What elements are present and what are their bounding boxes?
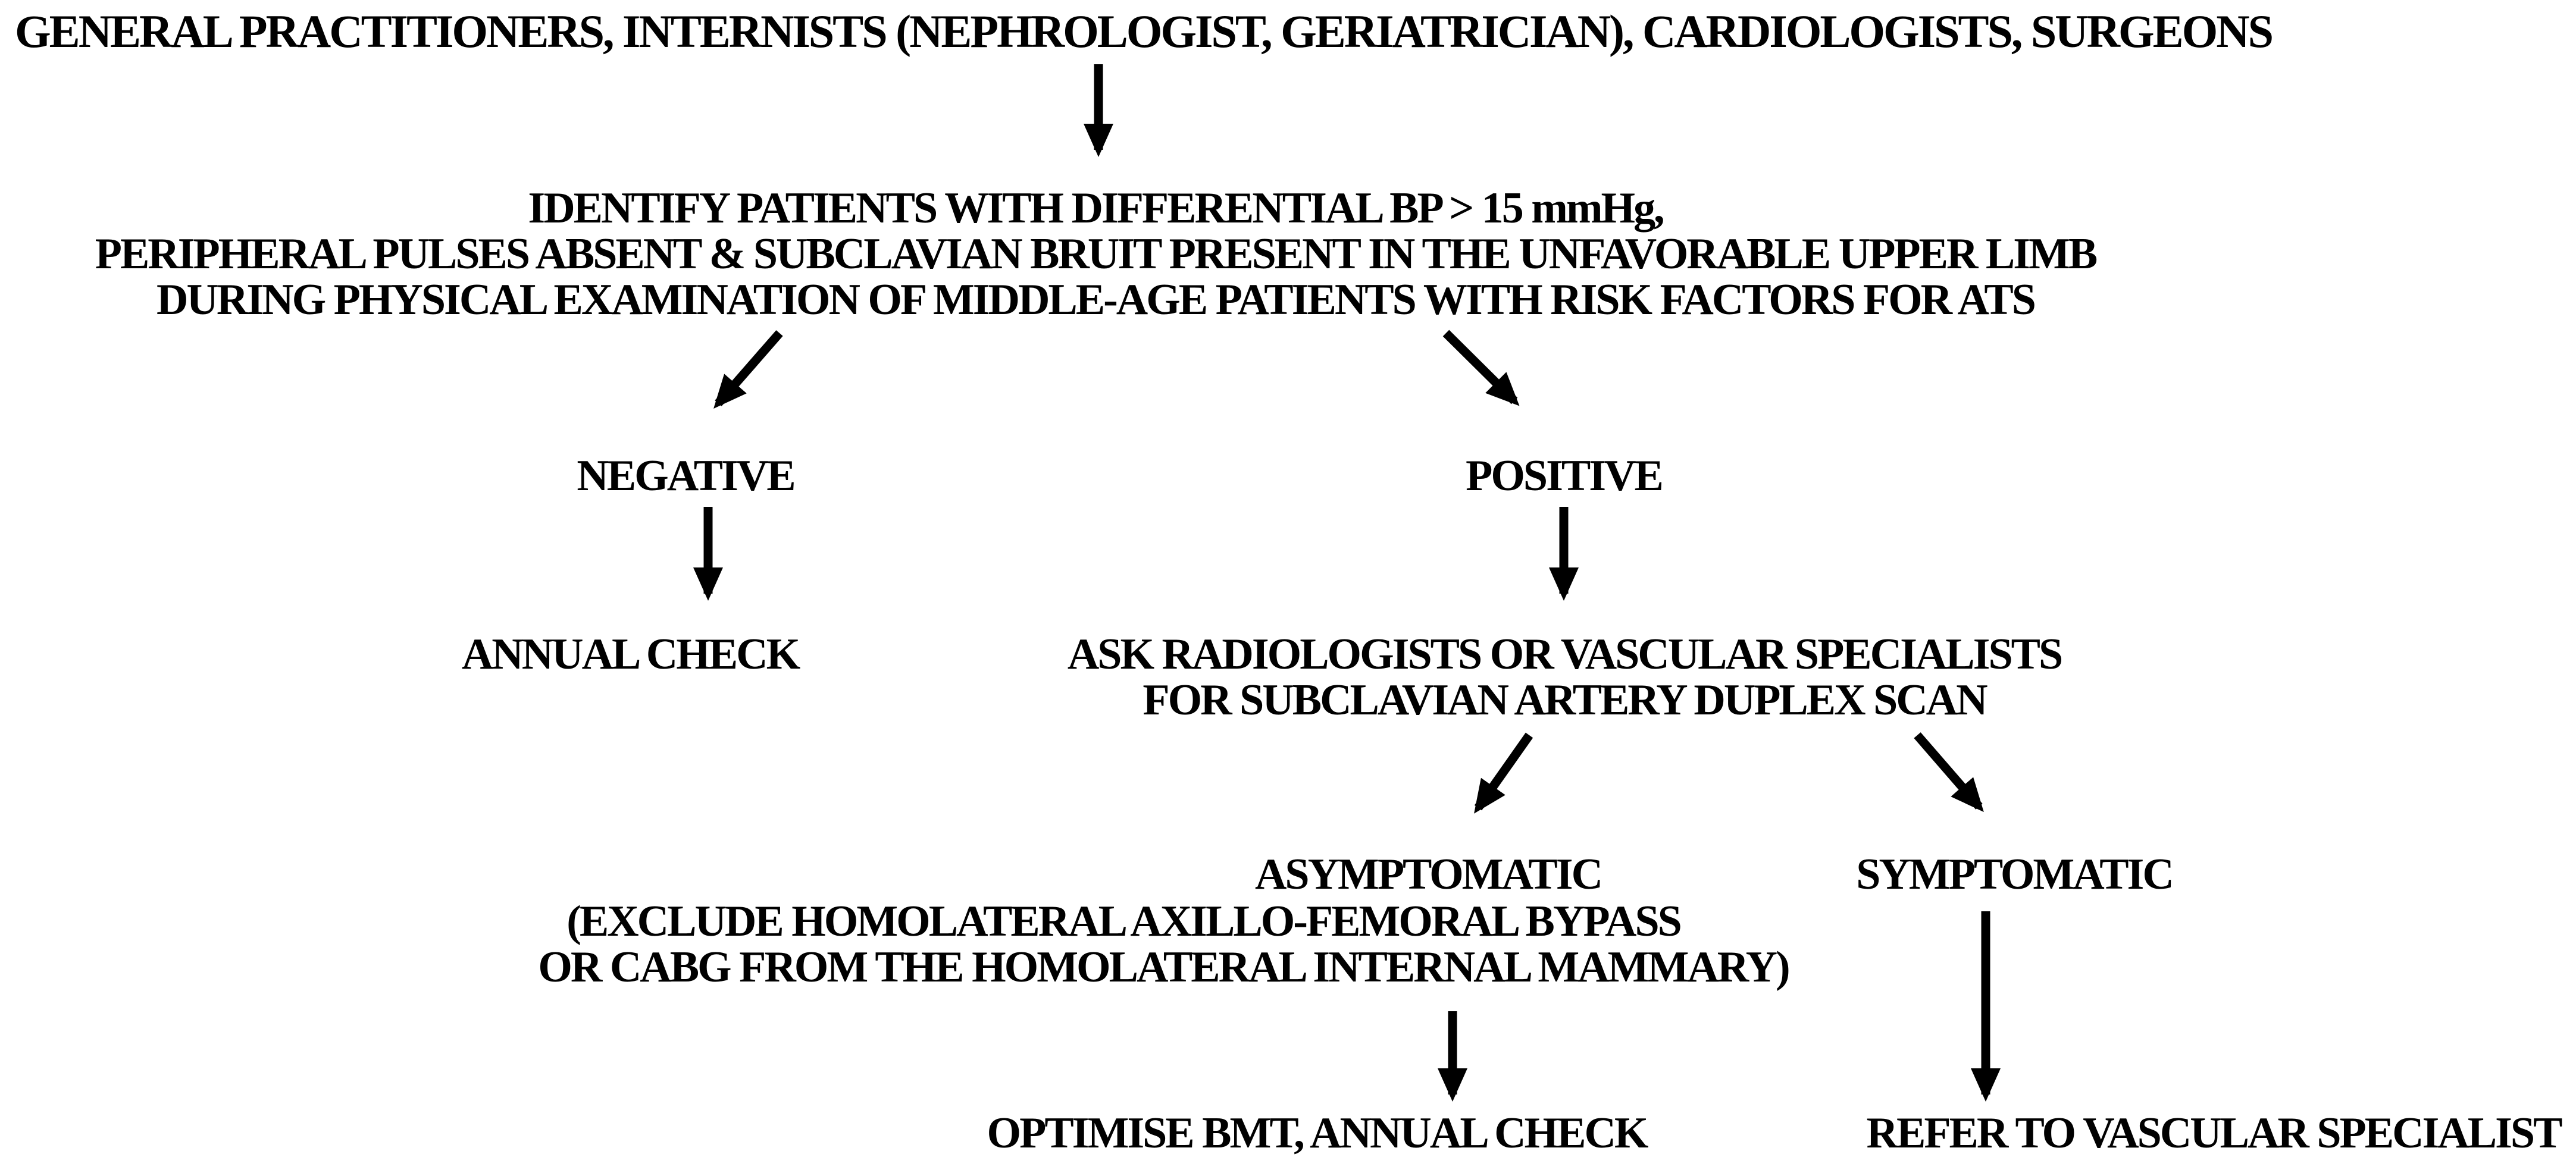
- node-negative: NEGATIVE: [577, 451, 796, 500]
- node-duplex-scan-line-2: FOR SUBCLAVIAN ARTERY DUPLEX SCAN: [1143, 676, 1987, 725]
- node-duplex-scan: ASK RADIOLOGISTS OR VASCULAR SPECIALISTS…: [1067, 630, 2063, 725]
- node-asymptomatic-exclude-line: (EXCLUDE HOMOLATERAL AXILLO-FEMORAL BYPA…: [566, 897, 1682, 946]
- node-identify-line-1: IDENTIFY PATIENTS WITH DIFFERENTIAL BP >…: [528, 184, 1664, 233]
- node-identify-line-2: PERIPHERAL PULSES ABSENT & SUBCLAVIAN BR…: [95, 230, 2098, 278]
- node-refer-vascular-specialist: REFER TO VASCULAR SPECIALIST: [1866, 1109, 2563, 1158]
- node-annual-check: ANNUAL CHECK: [461, 630, 800, 679]
- arrow-identify-to-positive: [1442, 330, 1520, 406]
- node-positive: POSITIVE: [1466, 451, 1664, 500]
- arrow-duplex-to-asymptomatic: [1474, 732, 1533, 814]
- node-symptomatic: SYMPTOMATIC: [1856, 850, 2174, 899]
- node-providers: GENERAL PRACTITIONERS, INTERNISTS (NEPHR…: [15, 5, 2274, 57]
- arrow-identify-to-negative: [713, 330, 783, 409]
- node-identify: IDENTIFY PATIENTS WITH DIFFERENTIAL BP >…: [95, 184, 2098, 324]
- arrow-duplex-to-symptomatic: [1914, 732, 1984, 813]
- node-duplex-scan-line-1: ASK RADIOLOGISTS OR VASCULAR SPECIALISTS: [1067, 630, 2063, 679]
- node-asymptomatic: ASYMPTOMATIC: [1254, 850, 1603, 899]
- node-asymptomatic-cabg-line: OR CABG FROM THE HOMOLATERAL INTERNAL MA…: [538, 943, 1790, 992]
- node-optimise-bmt: OPTIMISE BMT, ANNUAL CHECK: [987, 1109, 1649, 1158]
- node-identify-line-3: DURING PHYSICAL EXAMINATION OF MIDDLE-AG…: [156, 275, 2036, 324]
